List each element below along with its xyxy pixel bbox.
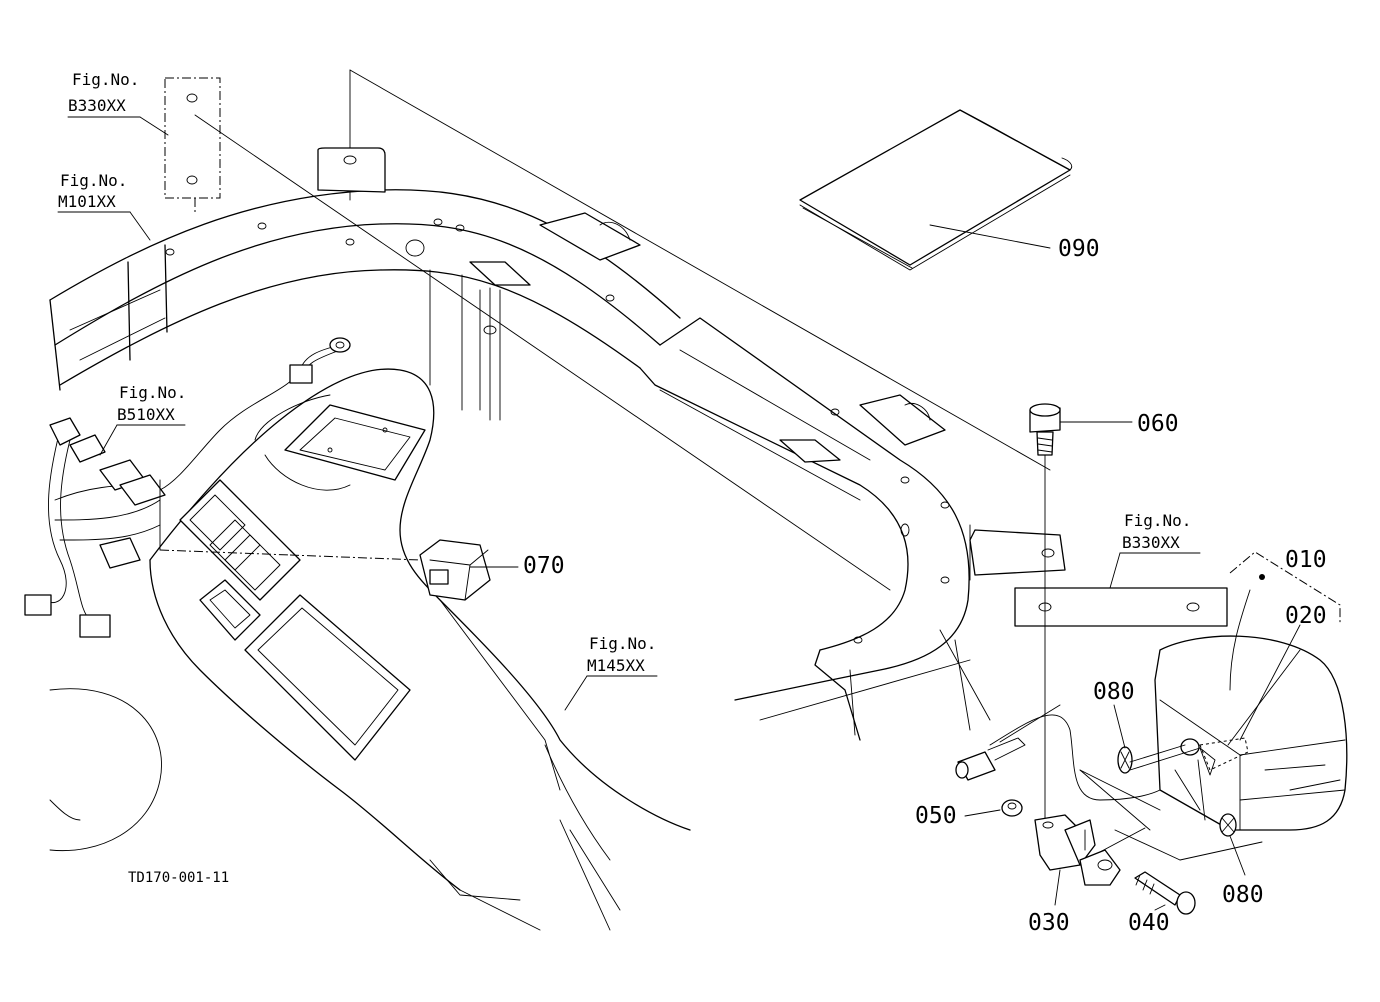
part-labels: 090 060 070 010 020 080 050 080 030 040 <box>523 236 1327 936</box>
pin-040 <box>1134 871 1196 915</box>
fig-ref-2-line1: Fig.No. <box>60 171 127 190</box>
bolt-060 <box>1029 403 1061 841</box>
grommet-080-lower <box>1219 813 1237 837</box>
drawing-code: TD170-001-11 <box>128 870 229 886</box>
fig-ref-4-line2: M145XX <box>587 656 645 675</box>
part-label-040: 040 <box>1128 910 1170 936</box>
lamp-wire <box>955 704 1263 861</box>
fig-ref-1-line2: B330XX <box>68 96 126 115</box>
part-label-020: 020 <box>1285 603 1327 629</box>
part-label-010: 010 <box>1285 547 1327 573</box>
part-label-050: 050 <box>915 803 957 829</box>
fig-ref-1-line1: Fig.No. <box>72 70 139 89</box>
part-label-070: 070 <box>523 553 565 579</box>
fig-ref-3-line2: B510XX <box>117 405 175 424</box>
part-label-090: 090 <box>1058 236 1100 262</box>
mount-plate <box>969 524 1228 627</box>
lamp-010 <box>1154 551 1348 831</box>
part-label-030: 030 <box>1028 910 1070 936</box>
fig-ref-5-line1: Fig.No. <box>1124 511 1191 530</box>
grommet-080-upper <box>1117 744 1201 774</box>
fig-ref-labels: Fig.No. B330XX Fig.No. M101XX Fig.No. B5… <box>58 70 1191 675</box>
frame-holes <box>165 218 950 644</box>
wiring-harness <box>24 337 351 638</box>
part-label-080-upper: 080 <box>1093 679 1135 705</box>
part-label-080-lower: 080 <box>1222 882 1264 908</box>
console-panel <box>49 368 691 931</box>
switch-070 <box>159 479 491 601</box>
fig-ref-2-line2: M101XX <box>58 192 116 211</box>
nut-050 <box>1001 799 1023 817</box>
leader-lines <box>57 116 1301 911</box>
frame-structure <box>49 69 1051 741</box>
manual-090 <box>799 109 1073 271</box>
ref-plate-upper <box>164 77 221 215</box>
fig-ref-5-line2: B330XX <box>1122 533 1180 552</box>
fig-ref-4-line1: Fig.No. <box>589 634 656 653</box>
bracket-030 <box>1034 814 1121 886</box>
part-label-060: 060 <box>1137 411 1179 437</box>
fig-ref-3-line1: Fig.No. <box>119 383 186 402</box>
